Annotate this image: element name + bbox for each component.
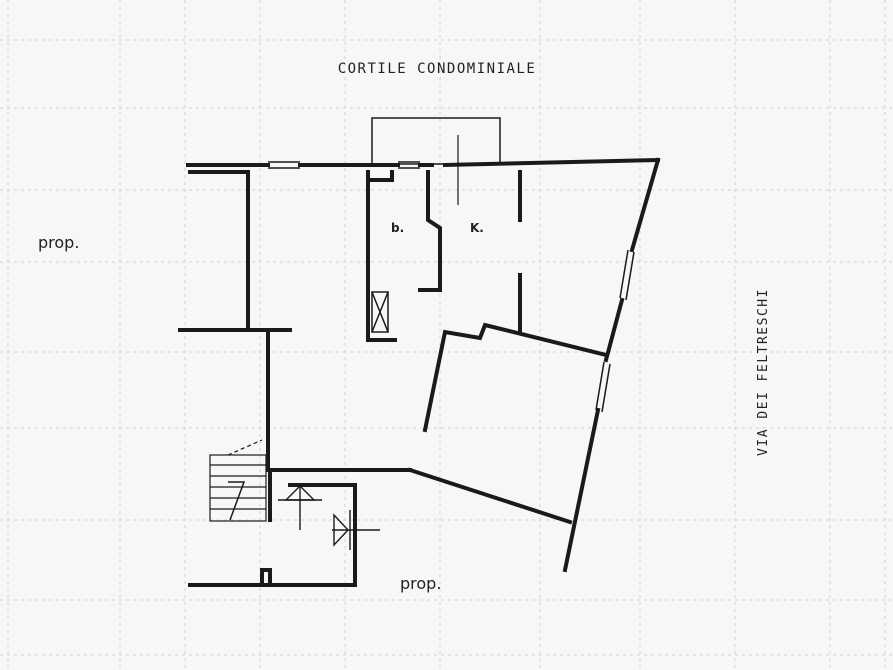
prop-bottom-label: prop. <box>400 574 441 593</box>
right-wall <box>562 157 661 573</box>
balcony <box>371 117 501 165</box>
window-top-bath <box>398 161 420 169</box>
stairs <box>209 439 267 522</box>
bathroom-label: b. <box>391 221 404 235</box>
bathroom-right-wall <box>418 170 442 292</box>
door-symbols <box>278 484 380 550</box>
street-label: VIA DEI FELTRESCHI <box>756 288 771 456</box>
bottom-wall <box>407 467 573 525</box>
left-inner-wall <box>266 328 412 472</box>
windows <box>268 117 635 413</box>
bathroom-wall <box>366 170 397 342</box>
window-right-2 <box>595 361 611 413</box>
courtyard-label: CORTILE CONDOMINIALE <box>338 61 537 77</box>
prop-left-label: prop. <box>38 233 79 252</box>
landing-wall <box>188 468 357 587</box>
walls <box>178 157 661 587</box>
window-top-left <box>268 161 300 169</box>
bedroom-wall <box>422 322 609 433</box>
top-wall <box>186 157 661 168</box>
shaft <box>371 291 389 333</box>
window-right-1 <box>619 249 635 301</box>
left-wall <box>246 170 292 332</box>
kitchen-label: K. <box>470 221 484 235</box>
